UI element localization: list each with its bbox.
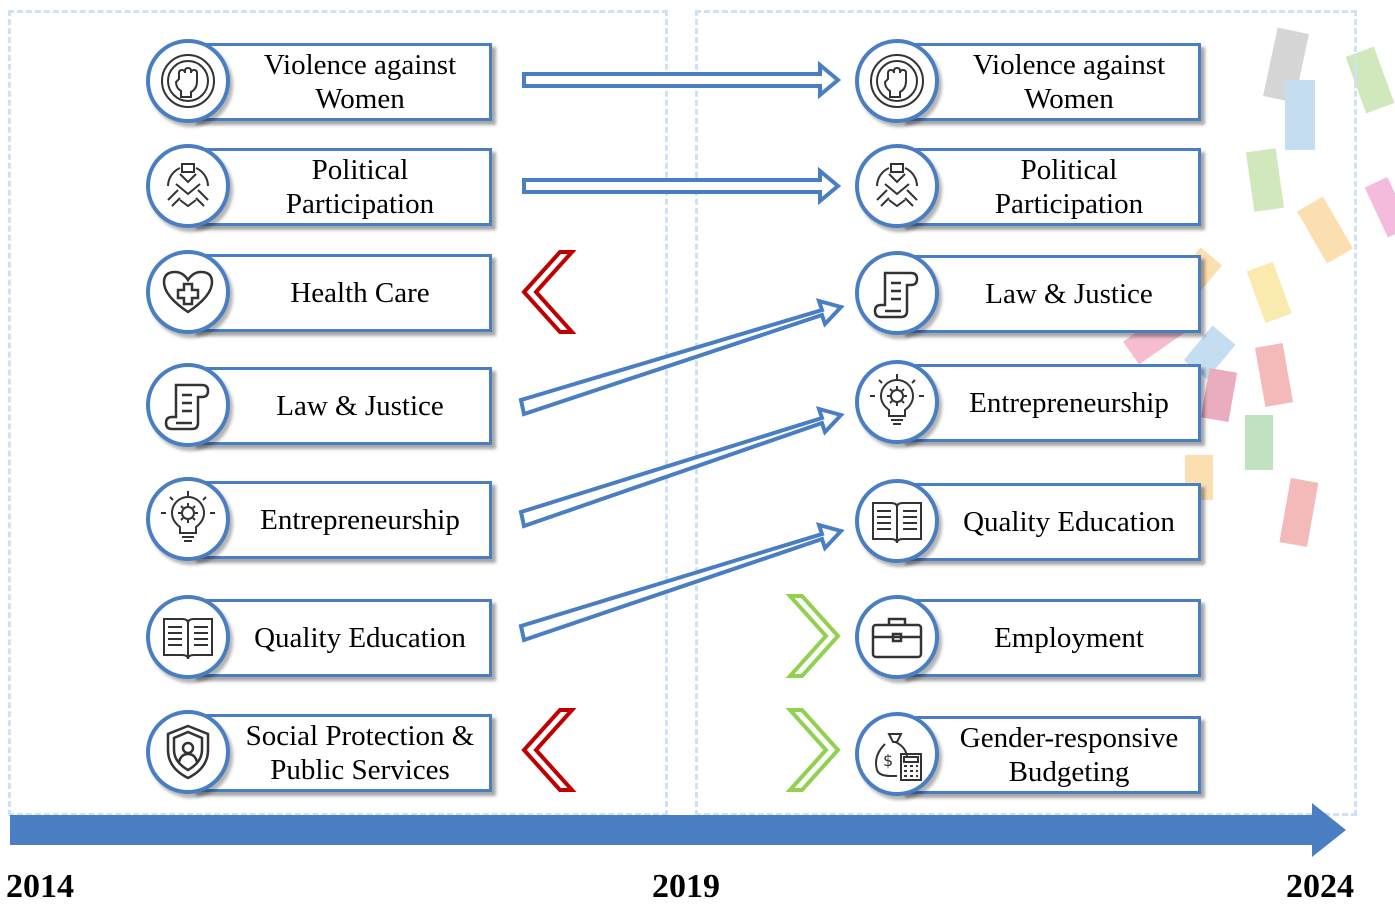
item-label: Quality Education [901, 483, 1201, 561]
item-label: Political Participation [192, 148, 492, 226]
added-chevron-employment [785, 594, 841, 678]
money-bag-calculator-icon: $ [855, 712, 939, 796]
timeline-arrow [10, 803, 1346, 857]
svg-text:$: $ [883, 751, 893, 770]
item-label: Law & Justice [901, 255, 1201, 333]
year-label-start: 2014 [6, 868, 74, 905]
item-label: Health Care [192, 254, 492, 332]
heart-cross-icon [146, 250, 230, 334]
year-label-end: 2024 [1286, 868, 1354, 905]
right-item-political-participation: Political Participation [855, 144, 1201, 228]
item-label: Entrepreneurship [192, 481, 492, 559]
left-item-entrepreneurship: Entrepreneurship [146, 477, 492, 561]
briefcase-icon [855, 595, 939, 679]
joined-hands-icon [855, 144, 939, 228]
right-item-entrepreneurship: Entrepreneurship [855, 360, 1201, 444]
fist-icon [146, 39, 230, 123]
left-item-law-justice: Law & Justice [146, 363, 492, 447]
item-label: Social Protection & Public Services [192, 714, 492, 792]
right-item-employment: Employment [855, 595, 1201, 679]
shield-person-icon [146, 710, 230, 794]
left-item-social-protection-public-services: Social Protection & Public Services [146, 710, 492, 794]
left-item-health-care: Health Care [146, 250, 492, 334]
right-item-violence-against-women: Violence against Women [855, 39, 1201, 123]
left-item-quality-education: Quality Education [146, 595, 492, 679]
item-label: Quality Education [192, 599, 492, 677]
year-label-middle: 2019 [652, 868, 720, 905]
left-item-political-participation: Political Participation [146, 144, 492, 228]
shift-arrow-quality-education [518, 522, 845, 643]
scroll-icon [855, 251, 939, 335]
right-item-gender-responsive-budgeting: Gender-responsive Budgeting $ [855, 712, 1201, 796]
continue-arrow-political [522, 166, 842, 206]
lightbulb-gear-icon [855, 360, 939, 444]
dropped-chevron-social-protection [521, 708, 577, 792]
joined-hands-icon [146, 144, 230, 228]
shift-arrow-law-justice [518, 298, 845, 417]
dropped-chevron-health-care [521, 250, 577, 334]
added-chevron-budgeting [785, 708, 841, 792]
item-label: Entrepreneurship [901, 364, 1201, 442]
item-label: Violence against Women [901, 43, 1201, 121]
fist-icon [855, 39, 939, 123]
period-2014-2019-panel [8, 10, 668, 816]
item-label: Violence against Women [192, 43, 492, 121]
item-label: Law & Justice [192, 367, 492, 445]
continue-arrow-violence [522, 60, 842, 100]
lightbulb-gear-icon [146, 477, 230, 561]
right-item-quality-education: Quality Education [855, 479, 1201, 563]
item-label: Gender-responsive Budgeting [901, 716, 1201, 794]
open-book-icon [855, 479, 939, 563]
shift-arrow-entrepreneurship [518, 406, 845, 529]
right-item-law-justice: Law & Justice [855, 251, 1201, 335]
item-label: Political Participation [901, 148, 1201, 226]
scroll-icon [146, 363, 230, 447]
item-label: Employment [901, 599, 1201, 677]
open-book-icon [146, 595, 230, 679]
period-2019-2024-panel [695, 10, 1357, 816]
left-item-violence-against-women: Violence against Women [146, 39, 492, 123]
